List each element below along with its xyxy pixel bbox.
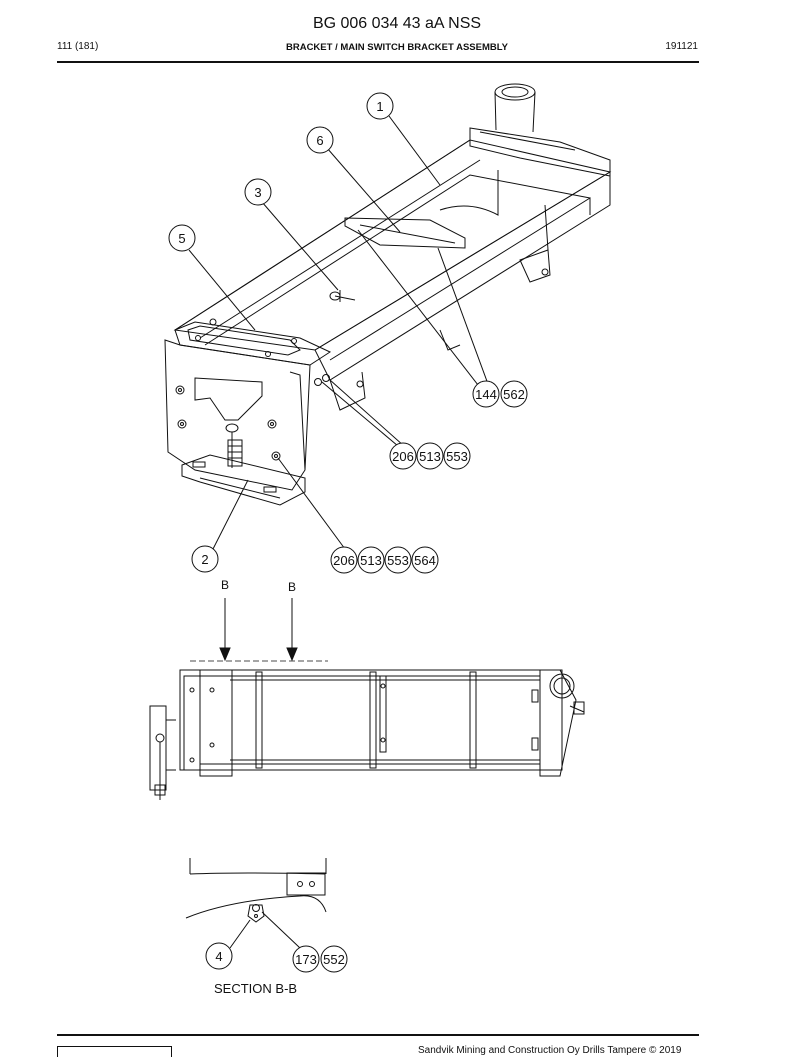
revision-date: 191121 — [665, 41, 698, 52]
callout-g2-0: 206 — [333, 553, 355, 568]
callout-g1-0: 206 — [392, 449, 414, 464]
callout-562: 562 — [503, 387, 525, 402]
callout-144: 144 — [475, 387, 497, 402]
isometric-view — [164, 83, 612, 550]
page-number: 111 (181) — [57, 41, 99, 52]
callout-g2-1: 513 — [360, 553, 382, 568]
section-marker-right: B — [288, 580, 297, 594]
callout-5: 5 — [178, 231, 185, 246]
callout-173: 173 — [295, 952, 317, 967]
callout-g2-2: 553 — [387, 553, 409, 568]
callout-g2-3: 564 — [414, 553, 436, 568]
section-view — [185, 858, 327, 949]
callout-6: 6 — [316, 133, 323, 148]
callout-4: 4 — [215, 949, 222, 964]
page-title: BG 006 034 43 aA NSS — [312, 15, 482, 32]
plan-view — [149, 598, 585, 800]
footer-rule — [57, 1034, 699, 1036]
footer-copyright: Sandvik Mining and Construction Oy Drill… — [418, 1045, 682, 1056]
callouts: 1 6 3 5 2 144 562 206 513 553 206 513 55… — [168, 92, 528, 973]
header-rule — [57, 61, 699, 63]
callout-g1-1: 513 — [419, 449, 441, 464]
assembly-title: BRACKET / MAIN SWITCH BRACKET ASSEMBLY — [285, 42, 509, 53]
callout-2: 2 — [201, 552, 208, 567]
callout-g1-2: 553 — [446, 449, 468, 464]
section-title: SECTION B-B — [214, 981, 298, 996]
callout-3: 3 — [254, 185, 261, 200]
callout-1: 1 — [376, 99, 383, 114]
section-marker-left: B — [221, 578, 230, 592]
company-logo — [57, 1046, 172, 1057]
callout-552: 552 — [323, 952, 345, 967]
